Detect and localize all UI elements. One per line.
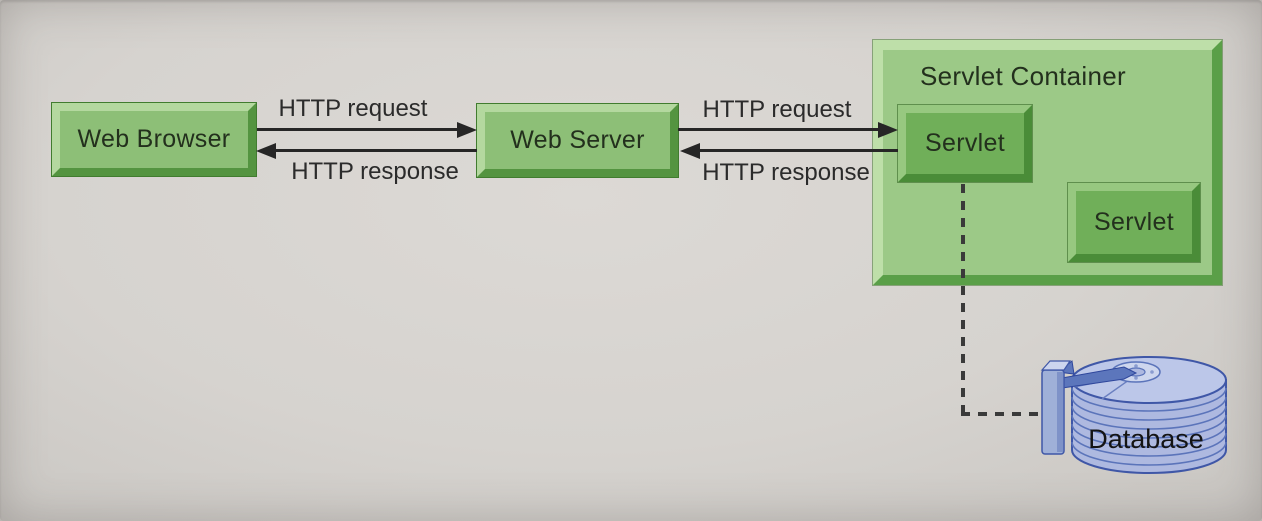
servlet-2-label: Servlet: [1094, 208, 1174, 236]
arrow-left-icon: [256, 142, 276, 159]
web-server-label: Web Server: [510, 126, 645, 154]
servlet-to-database-connector-vertical: [961, 184, 965, 414]
servlet-1-label: Servlet: [925, 129, 1005, 157]
node-web-browser: Web Browser: [52, 103, 256, 176]
edge-label-http-request-2: HTTP request: [702, 96, 852, 123]
edge-label-http-response-1: HTTP response: [291, 158, 459, 185]
arrow-server-to-browser-line: [276, 149, 477, 152]
arrow-right-icon: [457, 121, 477, 138]
edge-label-http-response-2: HTTP response: [702, 159, 870, 186]
node-servlet-1: Servlet: [898, 105, 1032, 182]
edge-label-http-request-1: HTTP request: [278, 95, 428, 122]
arrow-server-to-container-line: [678, 128, 880, 131]
database-icon: Database: [1040, 356, 1227, 474]
servlet-container-label: Servlet Container: [920, 61, 1126, 91]
node-web-server: Web Server: [477, 104, 678, 177]
node-servlet-2: Servlet: [1068, 183, 1200, 262]
web-browser-label: Web Browser: [77, 125, 231, 153]
arrow-left-icon: [680, 142, 700, 159]
arrow-browser-to-server-line: [257, 128, 459, 131]
arrow-container-to-server-line: [700, 149, 898, 152]
database-label: Database: [1088, 424, 1204, 454]
servlet-to-database-connector-horizontal: [961, 412, 1045, 416]
arrow-right-icon: [878, 121, 898, 138]
